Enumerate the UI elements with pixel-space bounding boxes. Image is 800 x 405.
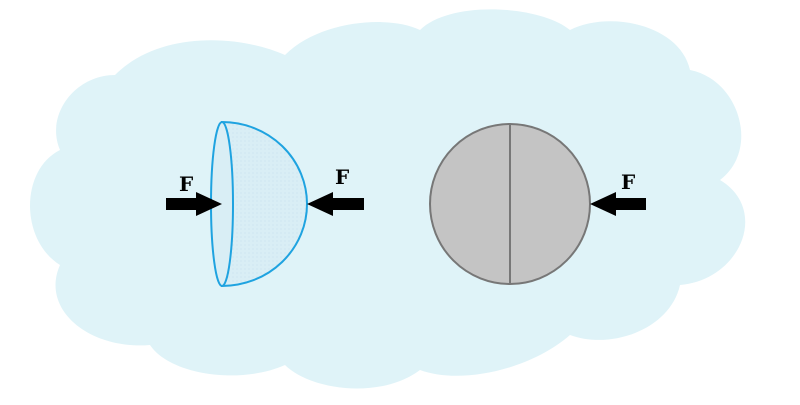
force-arrow-left-hemisphere — [166, 192, 222, 216]
force-arrow-right-hemisphere — [307, 192, 364, 216]
force-arrow-sphere — [590, 192, 646, 216]
hemisphere-dome — [221, 120, 308, 288]
force-label-sphere: F — [621, 170, 635, 194]
force-label-left-hemisphere: F — [179, 172, 193, 196]
background-cloud — [30, 9, 746, 389]
sphere — [429, 123, 591, 285]
force-label-right-hemisphere: F — [335, 165, 349, 189]
